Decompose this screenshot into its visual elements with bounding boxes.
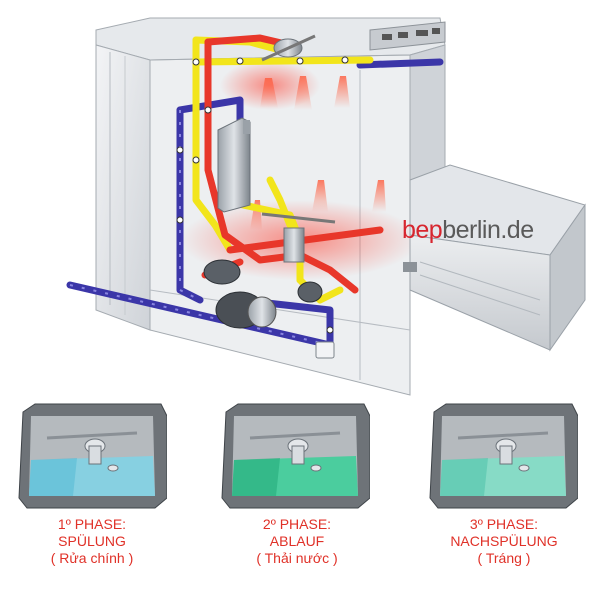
drain-pipe-blue-highlight bbox=[69, 110, 331, 346]
watermark-part1: bep bbox=[402, 216, 443, 244]
phase-3-translation: ( Tráng ) bbox=[477, 550, 531, 566]
phase-3-caption: 3º PHASE: NACHSPÜLUNG ( Tráng ) bbox=[404, 516, 600, 567]
phase-2-title: 2º PHASE: bbox=[262, 516, 332, 532]
phase-1-name: SPÜLUNG bbox=[58, 533, 126, 549]
upper-spray-arm bbox=[261, 34, 316, 62]
phase-1-thumbnail bbox=[18, 403, 167, 509]
drain-outlet bbox=[315, 341, 335, 359]
phase-2-caption: 2º PHASE: ABLAUF ( Thải nước ) bbox=[197, 516, 397, 567]
boiler-tank bbox=[217, 117, 251, 213]
dish-drawer bbox=[403, 164, 586, 352]
phase-1-title: 1º PHASE: bbox=[57, 516, 127, 532]
phase-1-caption: 1º PHASE: SPÜLUNG ( Rửa chính ) bbox=[0, 516, 192, 567]
phase-2-name: ABLAUF bbox=[269, 533, 325, 549]
lower-spray-column bbox=[261, 212, 336, 263]
phase-3-title: 3º PHASE: bbox=[469, 516, 539, 532]
phase-3-name: NACHSPÜLUNG bbox=[450, 533, 558, 549]
phase-3-thumbnail bbox=[429, 403, 578, 509]
wash-pump-motor bbox=[203, 259, 323, 329]
spray-jets bbox=[250, 76, 386, 230]
dishwasher-cutaway-diagram bbox=[66, 17, 586, 396]
phase-2-thumbnail bbox=[221, 403, 370, 509]
watermark-part2: berlin.de bbox=[442, 216, 534, 244]
phase-1-water-shade bbox=[29, 458, 77, 496]
phase-3-water-shade bbox=[440, 458, 488, 496]
bepberlin-watermark: bepberlin.de bbox=[402, 216, 534, 245]
pipe-joints bbox=[176, 56, 349, 334]
phase-2-water-shade bbox=[232, 458, 280, 496]
phase-2-translation: ( Thải nước ) bbox=[256, 550, 338, 566]
phase-1-translation: ( Rửa chính ) bbox=[50, 550, 134, 566]
